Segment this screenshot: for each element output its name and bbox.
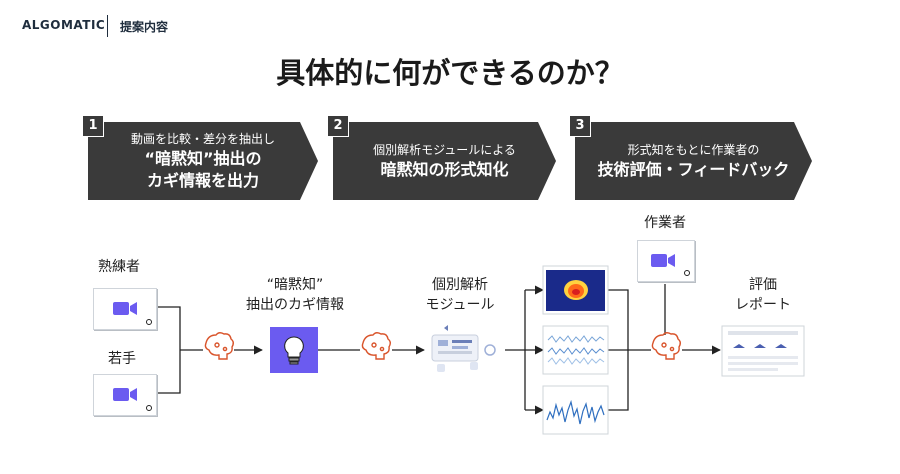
step-1-number: 1	[82, 115, 104, 137]
step-3-banner: 形式知をもとに作業者の 技術評価・フィードバック	[575, 122, 812, 200]
header-divider	[107, 15, 108, 37]
worker-video-card	[637, 240, 695, 282]
step-2-number: 2	[327, 115, 349, 137]
step-1-line1: 動画を比較・差分を抽出し	[130, 131, 275, 146]
video-camera-icon	[651, 254, 690, 276]
line-chart-icon	[542, 385, 609, 435]
novice-video-card	[93, 374, 157, 416]
ai-brain-icon	[361, 332, 391, 360]
expert-video-card	[93, 288, 157, 330]
analysis-module-icon	[431, 325, 496, 372]
lightbulb-icon	[284, 336, 304, 365]
novice-label: 若手	[108, 351, 136, 367]
merge-bracket	[158, 306, 181, 394]
step-2-banner: 個別解析モジュールによる 暗黙知の形式知化	[333, 122, 556, 200]
page-title: 具体的に何ができるのか？	[276, 56, 624, 90]
video-camera-icon	[113, 388, 152, 411]
ai-brain-icon	[651, 332, 681, 360]
step-1-line3: カギ情報を出力	[146, 170, 259, 190]
brand-logo: ALGOMATIC	[22, 18, 106, 32]
step-1-line2: “暗黙知”抽出の	[144, 148, 262, 168]
step-3-line1: 形式知をもとに作業者の	[627, 142, 760, 157]
step-3-line2: 技術評価・フィードバック	[597, 159, 790, 179]
video-camera-icon	[113, 302, 152, 325]
key-info-label-line2: 抽出のカギ情報	[246, 297, 344, 313]
module-label-line2: モジュール	[425, 297, 495, 313]
report-label-line1: 評価	[749, 277, 777, 293]
key-info-label-line1: “暗黙知”	[266, 277, 324, 293]
step-3-number: 3	[569, 115, 591, 137]
section-title: 提案内容	[120, 20, 169, 34]
report-icon	[721, 325, 805, 377]
step-1-banner: 動画を比較・差分を抽出し “暗黙知”抽出の カギ情報を出力	[88, 122, 318, 200]
heatmap-chart-icon	[542, 265, 609, 315]
module-label-line1: 個別解析	[432, 277, 488, 293]
step-2-line1: 個別解析モジュールによる	[373, 142, 516, 157]
expert-label: 熟練者	[98, 259, 140, 275]
ai-brain-icon	[204, 332, 234, 360]
report-label-line2: レポート	[735, 297, 791, 313]
step-2-line2: 暗黙知の形式知化	[380, 159, 509, 179]
line-chart-icon	[542, 325, 609, 375]
worker-label: 作業者	[644, 215, 686, 231]
